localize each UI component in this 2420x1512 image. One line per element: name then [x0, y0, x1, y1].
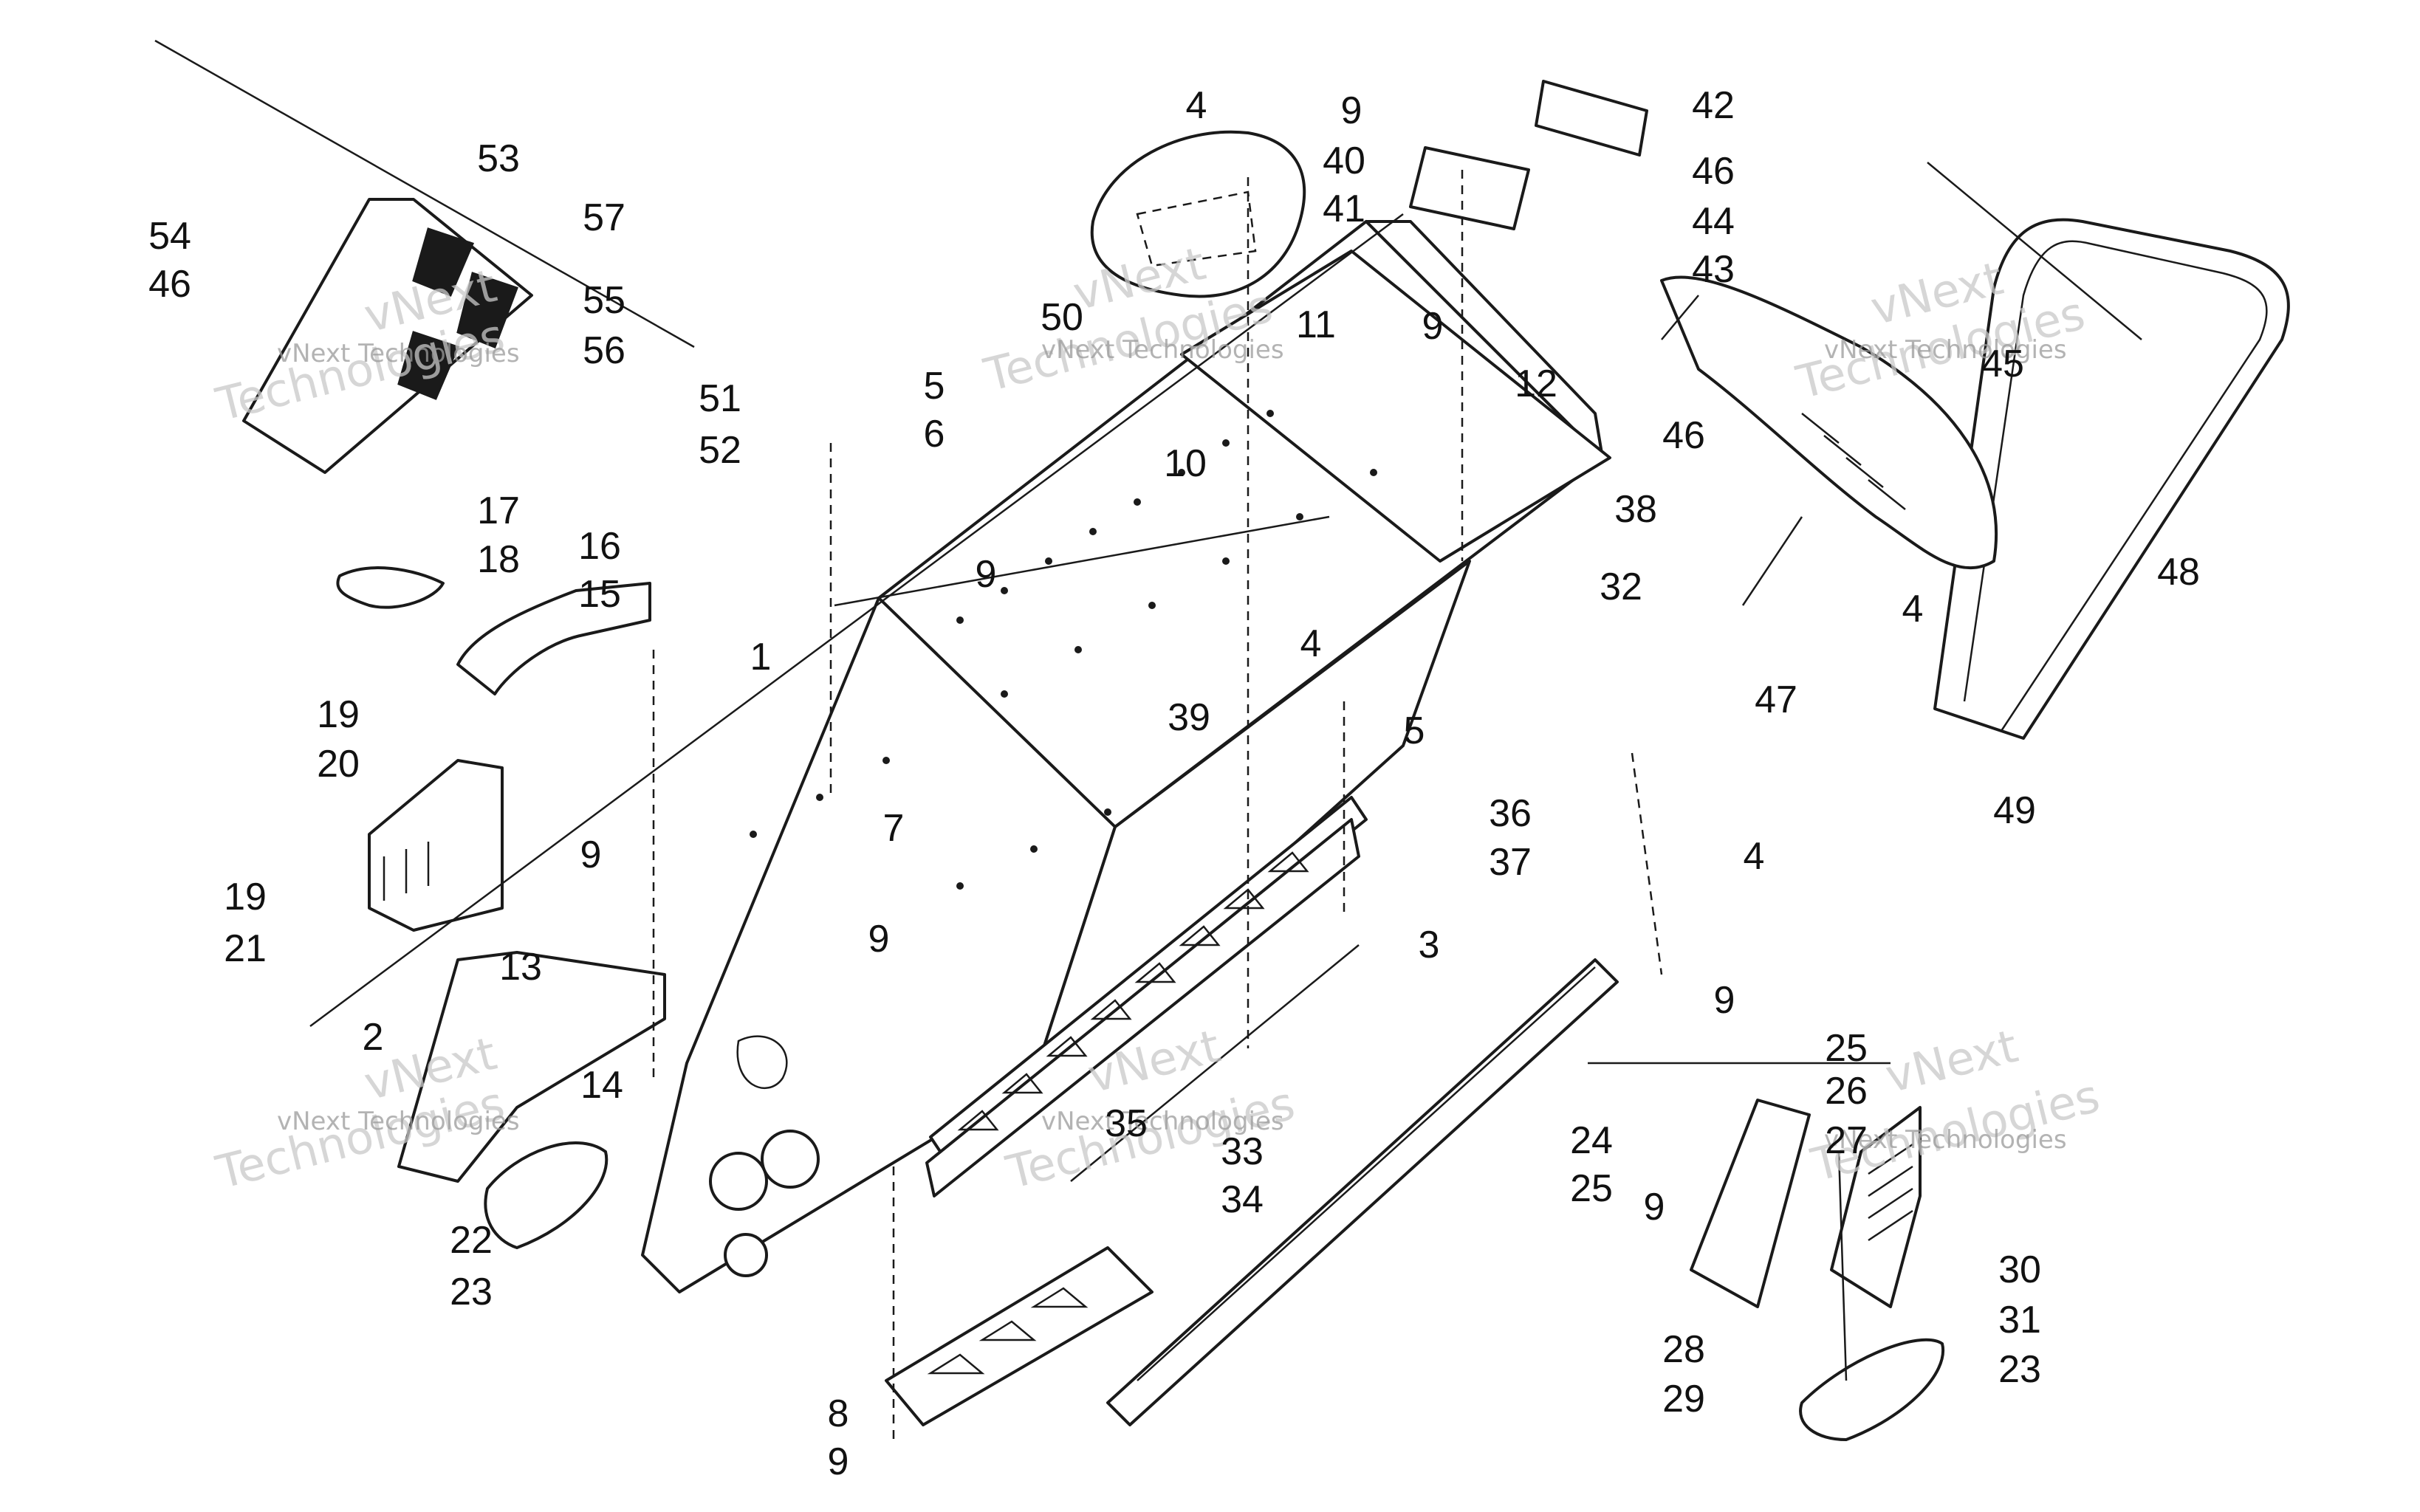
callout-46: 46 — [1662, 414, 1705, 457]
callout-46: 46 — [1692, 150, 1735, 193]
callout-36: 36 — [1489, 792, 1532, 835]
leader-lines — [154, 39, 2142, 1440]
right-brackets — [1690, 1099, 1945, 1441]
callout-2: 2 — [363, 1016, 384, 1059]
callout-53: 53 — [477, 137, 520, 180]
side-panel-decal — [242, 198, 533, 474]
callout-9: 9 — [976, 553, 997, 596]
callout-13: 13 — [499, 946, 542, 989]
callout-5: 5 — [1404, 709, 1425, 752]
callout-labels: 1 2 3 4 4 4 4 5 5 6 7 8 9 9 9 9 9 9 9 9 … — [148, 84, 2200, 1483]
callout-51: 51 — [699, 377, 741, 420]
callout-12: 12 — [1515, 362, 1557, 405]
callout-16: 16 — [578, 525, 621, 568]
callout-45: 45 — [1981, 343, 2024, 385]
tunnel-assembly — [641, 220, 1611, 1293]
callout-31: 31 — [1998, 1299, 2041, 1341]
callout-9: 9 — [580, 834, 602, 876]
callout-25: 25 — [1825, 1027, 1868, 1070]
watermark-large: Technologies — [210, 1076, 510, 1199]
callout-41: 41 — [1323, 188, 1365, 230]
callout-47: 47 — [1755, 678, 1797, 721]
callout-19: 19 — [317, 693, 360, 736]
callout-39: 39 — [1168, 696, 1210, 739]
callout-42: 42 — [1692, 84, 1735, 127]
callout-18: 18 — [477, 538, 520, 581]
callout-27: 27 — [1825, 1119, 1868, 1162]
callout-1: 1 — [750, 636, 772, 678]
long-rail — [1106, 958, 1619, 1426]
callout-17: 17 — [477, 489, 520, 532]
callout-4: 4 — [1186, 84, 1207, 127]
callout-44: 44 — [1692, 200, 1735, 243]
rear-bumper — [1933, 218, 2290, 740]
callout-50: 50 — [1041, 296, 1083, 339]
left-brackets — [336, 566, 651, 1249]
callout-9: 9 — [1341, 89, 1362, 132]
callout-19: 19 — [224, 876, 267, 918]
callout-37: 37 — [1489, 841, 1532, 884]
callout-4: 4 — [1300, 622, 1322, 665]
callout-54: 54 — [148, 215, 191, 258]
callout-26: 26 — [1825, 1070, 1868, 1113]
tunnel-rivets — [750, 410, 1377, 890]
rear-bracket — [1409, 80, 1648, 230]
callout-29: 29 — [1662, 1378, 1705, 1420]
callout-22: 22 — [450, 1219, 493, 1262]
callout-28: 28 — [1662, 1328, 1705, 1371]
callout-30: 30 — [1998, 1248, 2041, 1291]
left-gusset — [397, 951, 666, 1183]
callout-23: 23 — [450, 1271, 493, 1313]
watermark-small: vNext Technologies — [1041, 335, 1284, 365]
callout-40: 40 — [1323, 140, 1365, 182]
callout-24: 24 — [1570, 1119, 1613, 1162]
callout-11: 11 — [1296, 303, 1336, 346]
callout-34: 34 — [1221, 1178, 1264, 1221]
callout-49: 49 — [1993, 789, 2036, 832]
callout-38: 38 — [1614, 488, 1657, 531]
watermark-small: vNext Technologies — [1041, 1107, 1284, 1136]
watermark-small: vNext Technologies — [1824, 335, 2067, 365]
watermark-small: vNext Technologies — [1824, 1125, 2067, 1155]
callout-8: 8 — [828, 1392, 849, 1435]
rear-flap — [1660, 275, 1998, 570]
callout-48: 48 — [2157, 551, 2200, 594]
seat-bag — [1090, 130, 1306, 298]
callout-32: 32 — [1600, 566, 1642, 608]
watermark-small: vNext Technologies — [277, 1107, 520, 1136]
callout-43: 43 — [1692, 248, 1735, 291]
callout-10: 10 — [1164, 442, 1207, 485]
callout-9: 9 — [828, 1440, 849, 1483]
callout-4: 4 — [1744, 835, 1765, 878]
callout-20: 20 — [317, 743, 360, 786]
callout-3: 3 — [1419, 924, 1440, 966]
callout-23: 23 — [1998, 1348, 2041, 1391]
callout-9: 9 — [1422, 305, 1444, 348]
callout-7: 7 — [883, 807, 905, 850]
callout-15: 15 — [578, 573, 621, 616]
callout-9: 9 — [1714, 979, 1735, 1022]
running-board-footrest — [925, 796, 1368, 1197]
callout-55: 55 — [583, 279, 625, 322]
callout-5: 5 — [924, 365, 945, 408]
callout-14: 14 — [580, 1064, 623, 1107]
callout-6: 6 — [924, 413, 945, 456]
callout-21: 21 — [224, 927, 267, 970]
callout-4: 4 — [1902, 588, 1924, 630]
callout-9: 9 — [1644, 1186, 1665, 1228]
callout-33: 33 — [1221, 1130, 1264, 1173]
callout-25: 25 — [1570, 1167, 1613, 1210]
callout-57: 57 — [583, 196, 625, 239]
foot-plate — [885, 1246, 1154, 1426]
callout-56: 56 — [583, 329, 625, 372]
callout-52: 52 — [699, 429, 741, 472]
callout-46: 46 — [148, 263, 191, 306]
callout-35: 35 — [1105, 1102, 1148, 1145]
watermark-small: vNext Technologies — [277, 339, 520, 368]
callout-9: 9 — [868, 918, 890, 961]
